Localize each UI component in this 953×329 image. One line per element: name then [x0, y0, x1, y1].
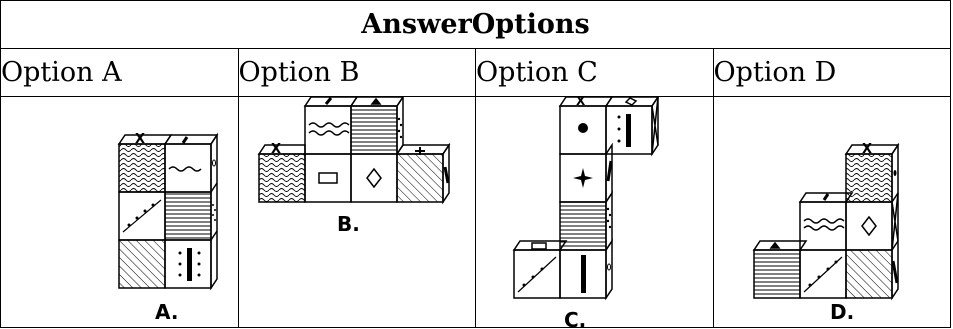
option-b-cell[interactable]: X B. — [237, 96, 476, 328]
svg-text:X: X — [576, 97, 586, 108]
option-a-header: Option A — [0, 48, 239, 97]
option-a-figure-label: A. — [155, 300, 178, 324]
option-c-figure-label: C. — [564, 308, 586, 329]
option-c-header: Option C — [475, 48, 714, 97]
svg-text:X: X — [135, 132, 145, 147]
option-c-figure: X — [512, 97, 659, 329]
option-d-header: Option D — [712, 48, 951, 97]
option-b-figure-label: B. — [337, 212, 360, 236]
svg-text:X: X — [862, 142, 872, 157]
option-b-header: Option B — [237, 48, 476, 97]
option-d-figure: X — [752, 142, 899, 324]
option-c-cell[interactable]: X — [475, 96, 714, 329]
option-d-figure-label: D. — [830, 300, 854, 324]
option-b-figure: X B. — [257, 97, 450, 236]
option-a-cell[interactable]: X — [0, 96, 239, 328]
option-a-figure: X — [117, 132, 219, 324]
svg-text:X: X — [271, 142, 281, 157]
table-title: AnswerOptions — [0, 0, 951, 49]
option-d-cell[interactable]: X — [712, 96, 951, 328]
